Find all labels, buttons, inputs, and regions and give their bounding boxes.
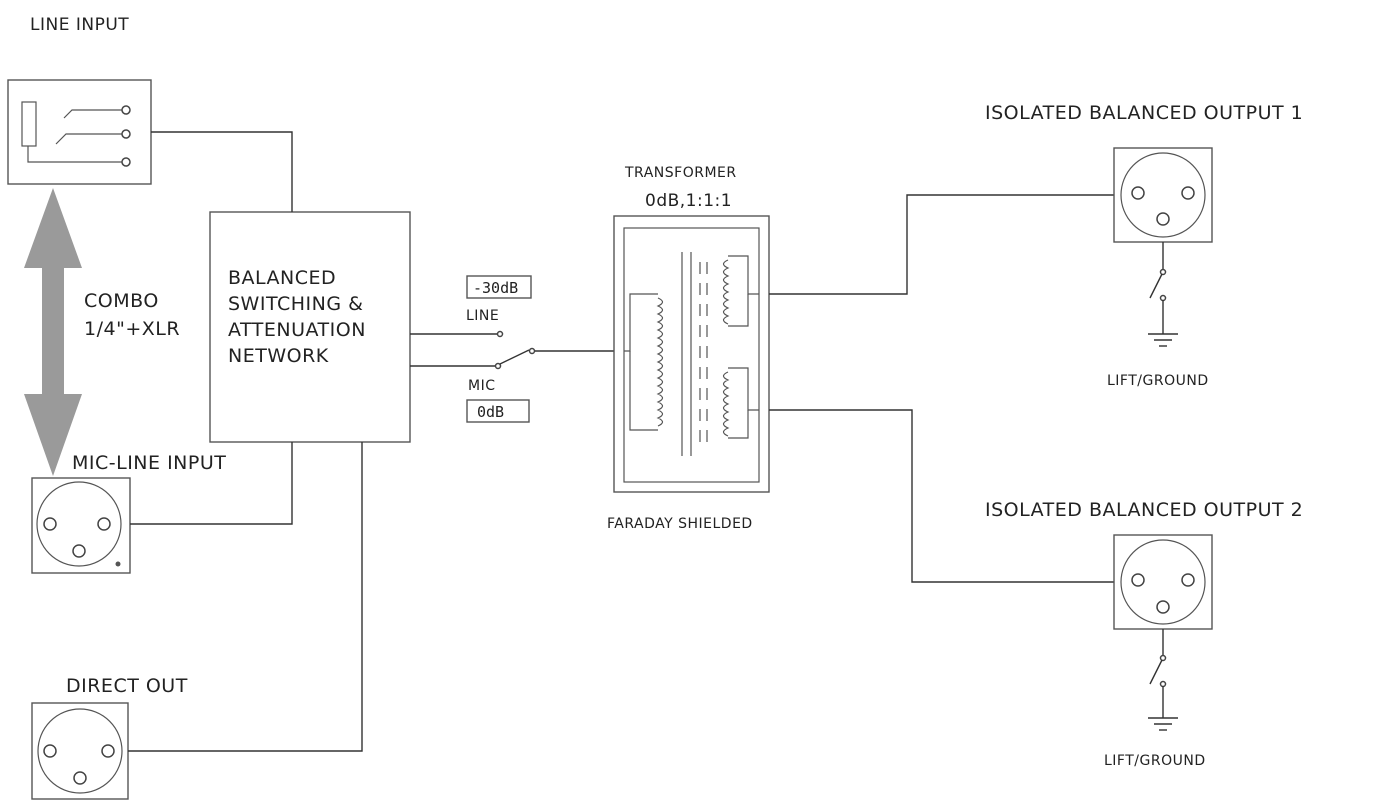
mic-tap-label: MIC (468, 378, 495, 394)
output-2-wire (769, 409, 1114, 583)
line-pad-label: -30dB (473, 279, 518, 297)
lift-ground-switch-2 (1148, 629, 1178, 731)
double-arrow-icon (24, 188, 82, 476)
mic-pad-label: 0dB (477, 403, 504, 421)
xlr-connector-icon (1113, 534, 1213, 630)
network-label-3: ATTENUATION (228, 319, 366, 341)
mic-input-wire (130, 442, 293, 525)
transformer-title: TRANSFORMER (624, 165, 737, 181)
xlr-connector-icon (31, 477, 131, 574)
direct-out-wire (128, 442, 363, 752)
ground-symbol-icon (1148, 717, 1178, 731)
network-label-4: NETWORK (228, 345, 329, 367)
line-input-wire (151, 131, 293, 212)
faraday-label: FARADAY SHIELDED (607, 516, 753, 532)
combo-label: COMBO (84, 290, 159, 312)
lift-ground-switch-1 (1148, 242, 1178, 347)
output-1-wire (769, 194, 1114, 295)
direct-out-label: DIRECT OUT (66, 675, 188, 697)
output-2-label: ISOLATED BALANCED OUTPUT 2 (985, 499, 1303, 521)
ground-symbol-icon (1148, 333, 1178, 347)
quarter-inch-jack-icon (7, 79, 152, 185)
line-input-label: LINE INPUT (30, 15, 129, 35)
output-1-label: ISOLATED BALANCED OUTPUT 1 (985, 102, 1303, 124)
mic-line-input-label: MIC-LINE INPUT (72, 452, 226, 474)
xlr-connector-icon (1113, 147, 1213, 243)
lift-ground-label-1: LIFT/GROUND (1107, 373, 1209, 389)
transformer-spec: 0dB,1:1:1 (645, 191, 732, 211)
lift-ground-label-2: LIFT/GROUND (1104, 753, 1206, 769)
combo-label-sub: 1/4"+XLR (84, 318, 180, 340)
transformer-coil-icon (613, 215, 770, 493)
xlr-connector-icon (31, 702, 129, 800)
line-mic-switch: -30dB LINE MIC 0dB (410, 275, 617, 423)
network-label-2: SWITCHING & (228, 293, 363, 315)
switching-network-block: BALANCED SWITCHING & ATTENUATION NETWORK (209, 211, 411, 443)
network-label-1: BALANCED (228, 267, 336, 289)
line-tap-label: LINE (466, 308, 499, 324)
